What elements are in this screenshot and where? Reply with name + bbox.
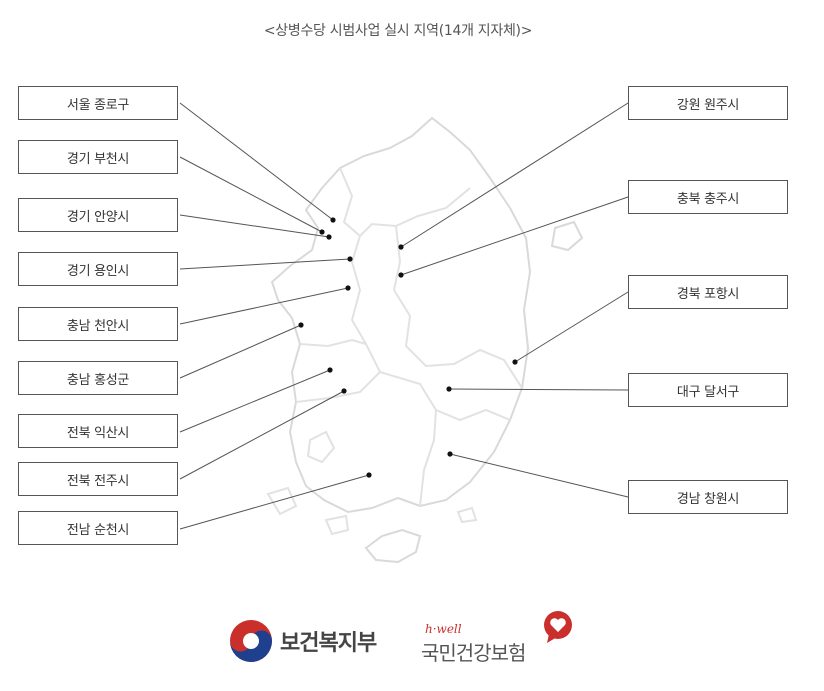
leader-line-gyeongnam-changwon: [449, 453, 629, 498]
leader-line-jeonnam-suncheon: [179, 474, 370, 530]
leader-line-chungbuk-chungju: [400, 196, 629, 276]
location-dot-jeonbuk-iksan: [327, 367, 333, 373]
leader-line-gyeonggi-anyang: [179, 214, 330, 238]
location-dot-chungnam-cheonan: [345, 285, 351, 291]
island-outline: [324, 514, 350, 536]
jeju-outline: [364, 528, 422, 564]
nhis-logo-text: 국민건강보험: [421, 641, 526, 665]
leader-line-jeonbuk-iksan: [179, 369, 331, 433]
location-dot-gyeonggi-anyang: [326, 234, 332, 240]
leader-line-gyeonggi-bucheon: [179, 156, 323, 233]
leader-line-jeonbuk-jeonju: [179, 390, 345, 480]
leader-line-gyeongbuk-pohang: [514, 291, 629, 363]
location-dot-jeonbuk-jeonju: [341, 388, 347, 394]
island-outline: [266, 486, 298, 516]
leader-line-seoul-jongno: [179, 102, 334, 221]
location-dot-gyeonggi-bucheon: [319, 229, 325, 235]
korea-mainland-outline: [270, 116, 532, 514]
map-title: <상병수당 시범사업 실시 지역(14개 지자체)>: [263, 23, 533, 39]
nhis-tagline: h·well: [425, 622, 462, 636]
leader-line-chungnam-cheonan: [179, 287, 349, 325]
region-label-gyeonggi-bucheon: 경기 부천시: [18, 140, 178, 174]
region-label-gyeongnam-changwon: 경남 창원시: [628, 480, 788, 514]
location-dot-chungnam-hongseong: [298, 322, 304, 328]
region-label-gyeongbuk-pohang: 경북 포항시: [628, 275, 788, 309]
location-dot-gyeongbuk-pohang: [512, 359, 518, 365]
region-label-jeonbuk-jeonju: 전북 전주시: [18, 462, 178, 496]
nhis-logo: h·well 국민건강보험: [421, 610, 591, 670]
region-label-gangwon-wonju: 강원 원주시: [628, 86, 788, 120]
island-outline: [456, 506, 478, 524]
region-label-gyeonggi-anyang: 경기 안양시: [18, 198, 178, 232]
region-label-seoul-jongno: 서울 종로구: [18, 86, 178, 120]
leader-line-gangwon-wonju: [400, 102, 629, 248]
region-label-chungbuk-chungju: 충북 충주시: [628, 180, 788, 214]
location-dot-seoul-jongno: [330, 217, 336, 223]
location-dot-gangwon-wonju: [398, 244, 404, 250]
location-dot-gyeongnam-changwon: [447, 451, 453, 457]
heart-bubble-icon: [544, 611, 572, 643]
taegeuk-icon: [230, 620, 272, 662]
region-label-daegu-dalseo: 대구 달서구: [628, 373, 788, 407]
leader-line-chungnam-hongseong: [179, 324, 302, 379]
location-dot-chungbuk-chungju: [398, 272, 404, 278]
region-label-jeonnam-suncheon: 전남 순천시: [18, 511, 178, 545]
leader-line-gyeonggi-yongin: [179, 258, 351, 270]
mohw-logo-text: 보건복지부: [280, 631, 377, 656]
province-borders: [295, 167, 523, 507]
region-label-gyeonggi-yongin: 경기 용인시: [18, 252, 178, 286]
location-dot-jeonnam-suncheon: [366, 472, 372, 478]
mohw-logo: 보건복지부: [228, 618, 377, 664]
location-dot-gyeonggi-yongin: [347, 256, 353, 262]
logo-bar: 보건복지부 h·well 국민건강보험: [228, 610, 588, 675]
ulleung-outline: [550, 220, 584, 252]
leader-line-daegu-dalseo: [448, 388, 629, 391]
region-label-chungnam-hongseong: 충남 홍성군: [18, 361, 178, 395]
island-outline: [306, 430, 336, 464]
location-dot-daegu-dalseo: [446, 386, 452, 392]
region-label-jeonbuk-iksan: 전북 익산시: [18, 414, 178, 448]
region-label-chungnam-cheonan: 충남 천안시: [18, 307, 178, 341]
